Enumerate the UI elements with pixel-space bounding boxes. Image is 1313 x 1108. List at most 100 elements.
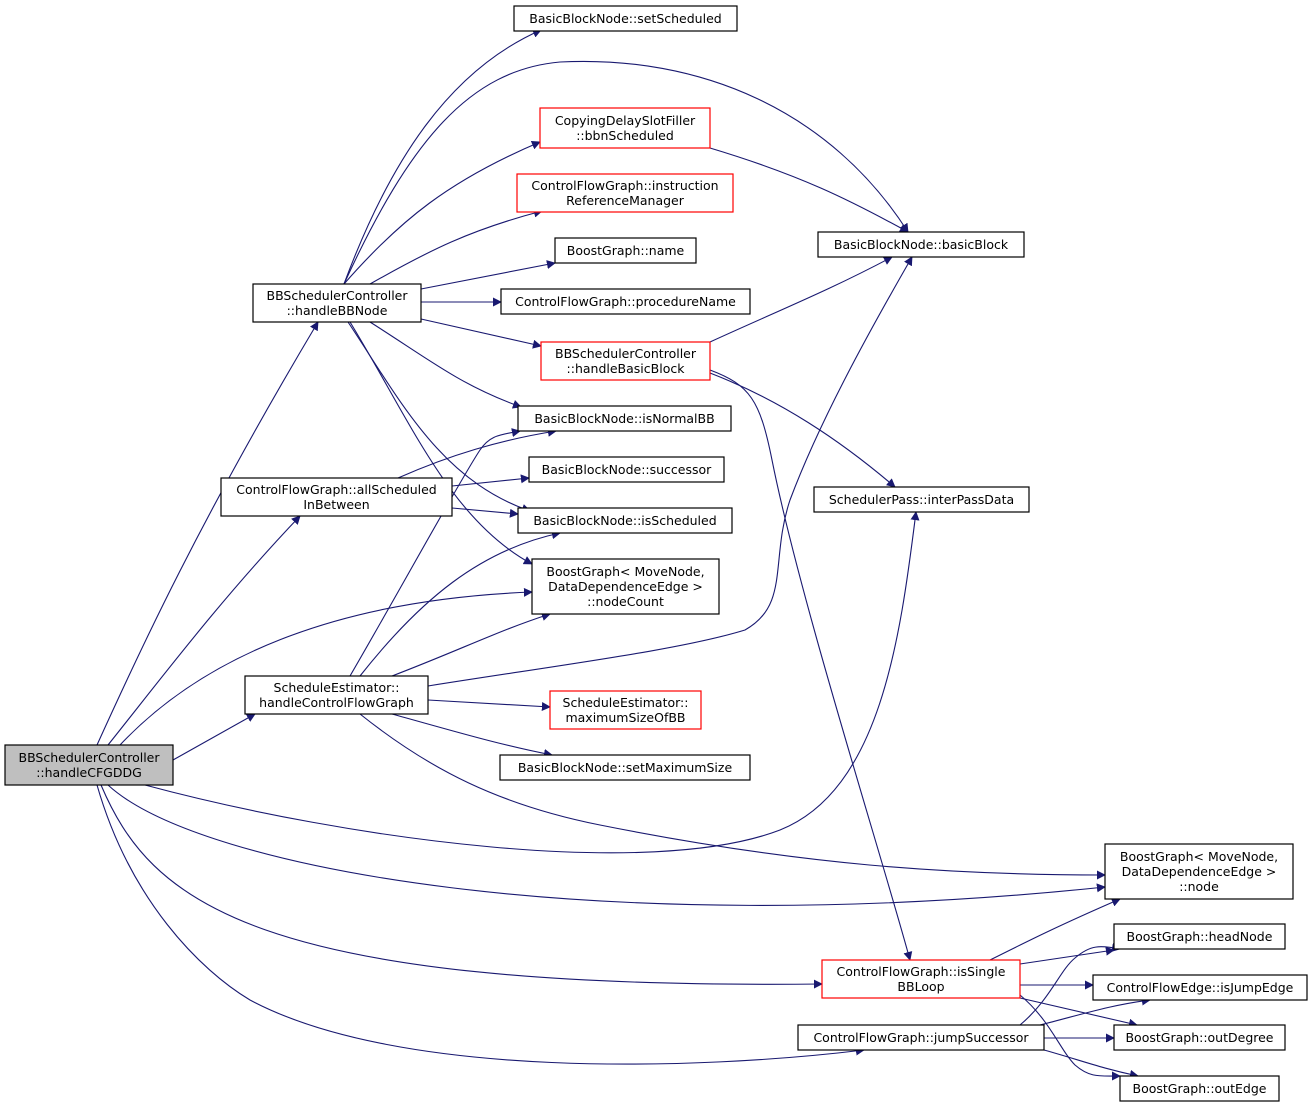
edge-handleControlFlowGraph-to-maximumSizeOfBB [427,699,551,712]
node-label-instructionReferenceManager-1: ReferenceManager [566,193,685,208]
edge-handleBasicBlock-to-interPassData [709,372,896,488]
node-jumpSuccessor[interactable]: ControlFlowGraph::jumpSuccessor [797,1024,1045,1051]
node-handleBasicBlock[interactable]: BBSchedulerController::handleBasicBlock [540,341,711,381]
node-box-bbnScheduled[interactable] [539,107,711,149]
edge-allScheduledInBetween-to-isScheduled [451,507,519,518]
edge-handleBBNode-to-instructionReferenceManager [369,208,543,285]
node-label-root-1: ::handleCFGDDG [36,765,142,780]
edge-root-to-handleControlFlowGraph [172,713,256,761]
node-box-handleBasicBlock[interactable] [540,341,711,381]
edge-handleControlFlowGraph-to-setMaximumSize [391,713,553,758]
edge-bbnScheduled-to-basicBlock [709,147,909,233]
node-label-node-1: DataDependenceEdge > [1122,864,1277,879]
edge-handleBBNode-to-bbnScheduled [343,141,541,285]
node-box-handleBBNode[interactable] [252,283,422,323]
node-bbnScheduled[interactable]: CopyingDelaySlotFiller::bbnScheduled [539,107,711,149]
node-label-name-0: BoostGraph::name [567,243,685,258]
node-label-handleBasicBlock-0: BBSchedulerController [555,346,697,361]
edge-handleControlFlowGraph-to-nodeCount [391,612,551,677]
node-box-name[interactable] [554,237,697,264]
node-box-setMaximumSize[interactable] [499,754,751,781]
edge-jumpSuccessor-to-outEdge [1043,1049,1139,1079]
node-handleControlFlowGraph[interactable]: ScheduleEstimator::handleControlFlowGrap… [244,675,429,715]
node-box-setScheduled[interactable] [513,5,738,32]
nodes-layer: BBSchedulerController::handleCFGDDGBBSch… [4,5,1308,1102]
node-box-nodeCount[interactable] [531,558,720,615]
node-box-successor[interactable] [528,456,725,483]
node-headNode[interactable]: BoostGraph::headNode [1113,923,1286,950]
node-interPassData[interactable]: SchedulerPass::interPassData [813,486,1030,513]
node-box-instructionReferenceManager[interactable] [516,173,734,213]
node-box-jumpSuccessor[interactable] [797,1024,1045,1051]
node-label-isNormalBB-0: BasicBlockNode::isNormalBB [534,411,714,426]
node-root[interactable]: BBSchedulerController::handleCFGDDG [4,744,174,786]
node-isNormalBB[interactable]: BasicBlockNode::isNormalBB [517,405,732,432]
edge-handleBBNode-to-name [420,260,556,290]
node-box-isSingleBBLoop[interactable] [821,959,1021,999]
node-box-maximumSizeOfBB[interactable] [549,690,702,730]
node-basicBlock[interactable]: BasicBlockNode::basicBlock [817,231,1025,258]
node-label-isJumpEdge-0: ControlFlowEdge::isJumpEdge [1107,980,1294,995]
node-box-headNode[interactable] [1113,923,1286,950]
edge-handleBBNode-to-basicBlock [343,60,909,285]
node-label-isScheduled-0: BasicBlockNode::isScheduled [533,513,716,528]
node-label-allScheduledInBetween-0: ControlFlowGraph::allScheduled [236,482,436,497]
node-maximumSizeOfBB[interactable]: ScheduleEstimator::maximumSizeOfBB [549,690,702,730]
node-label-bbnScheduled-0: CopyingDelaySlotFiller [555,113,696,128]
node-label-outDegree-0: BoostGraph::outDegree [1125,1030,1273,1045]
node-outDegree[interactable]: BoostGraph::outDegree [1113,1024,1286,1051]
node-isJumpEdge[interactable]: ControlFlowEdge::isJumpEdge [1092,974,1308,1001]
node-box-isScheduled[interactable] [517,507,733,534]
node-successor[interactable]: BasicBlockNode::successor [528,456,725,483]
node-box-procedureName[interactable] [500,288,751,315]
node-box-outEdge[interactable] [1119,1075,1280,1102]
node-handleBBNode[interactable]: BBSchedulerController::handleBBNode [252,283,422,323]
edge-handleBasicBlock-to-isSingleBBLoop [709,369,913,961]
edge-handleControlFlowGraph-to-isNormalBB [349,428,521,677]
node-label-bbnScheduled-1: ::bbnScheduled [576,128,674,143]
node-node[interactable]: BoostGraph< MoveNode,DataDependenceEdge … [1104,843,1294,900]
node-setScheduled[interactable]: BasicBlockNode::setScheduled [513,5,738,32]
edge-root-to-isSingleBBLoop [100,784,823,989]
node-label-root-0: BBSchedulerController [19,750,161,765]
node-procedureName[interactable]: ControlFlowGraph::procedureName [500,288,751,315]
node-label-node-2: ::node [1179,879,1219,894]
node-label-setMaximumSize-0: BasicBlockNode::setMaximumSize [518,760,733,775]
node-name[interactable]: BoostGraph::name [554,237,697,264]
node-box-outDegree[interactable] [1113,1024,1286,1051]
node-box-root[interactable] [4,744,174,786]
edge-root-to-handleBBNode [96,321,319,746]
edge-root-to-nodeCount [119,587,533,746]
edge-isSingleBBLoop-to-headNode [1019,946,1115,965]
node-box-interPassData[interactable] [813,486,1030,513]
node-label-handleControlFlowGraph-1: handleControlFlowGraph [259,695,414,710]
edge-allScheduledInBetween-to-isNormalBB [397,427,557,479]
edge-root-to-interPassData [144,511,920,854]
node-box-isJumpEdge[interactable] [1092,974,1308,1001]
node-label-jumpSuccessor-0: ControlFlowGraph::jumpSuccessor [813,1030,1029,1045]
edge-root-to-jumpSuccessor [96,784,865,1065]
node-label-nodeCount-0: BoostGraph< MoveNode, [546,564,704,579]
node-box-handleControlFlowGraph[interactable] [244,675,429,715]
node-setMaximumSize[interactable]: BasicBlockNode::setMaximumSize [499,754,751,781]
node-nodeCount[interactable]: BoostGraph< MoveNode,DataDependenceEdge … [531,558,720,615]
node-box-basicBlock[interactable] [817,231,1025,258]
node-box-isNormalBB[interactable] [517,405,732,432]
node-label-handleBBNode-0: BBSchedulerController [267,288,409,303]
node-label-interPassData-0: SchedulerPass::interPassData [829,492,1014,507]
edge-jumpSuccessor-to-isJumpEdge [1039,996,1151,1026]
node-label-nodeCount-1: DataDependenceEdge > [548,579,703,594]
node-label-instructionReferenceManager-0: ControlFlowGraph::instruction [531,178,718,193]
node-outEdge[interactable]: BoostGraph::outEdge [1119,1075,1280,1102]
node-label-handleControlFlowGraph-0: ScheduleEstimator:: [274,680,400,695]
node-box-allScheduledInBetween[interactable] [220,477,453,517]
node-box-node[interactable] [1104,843,1294,900]
edge-handleBBNode-to-setScheduled [343,29,542,285]
edge-allScheduledInBetween-to-successor [451,474,530,487]
node-instructionReferenceManager[interactable]: ControlFlowGraph::instructionReferenceMa… [516,173,734,213]
node-isScheduled[interactable]: BasicBlockNode::isScheduled [517,507,733,534]
edge-isSingleBBLoop-to-node [989,898,1121,961]
